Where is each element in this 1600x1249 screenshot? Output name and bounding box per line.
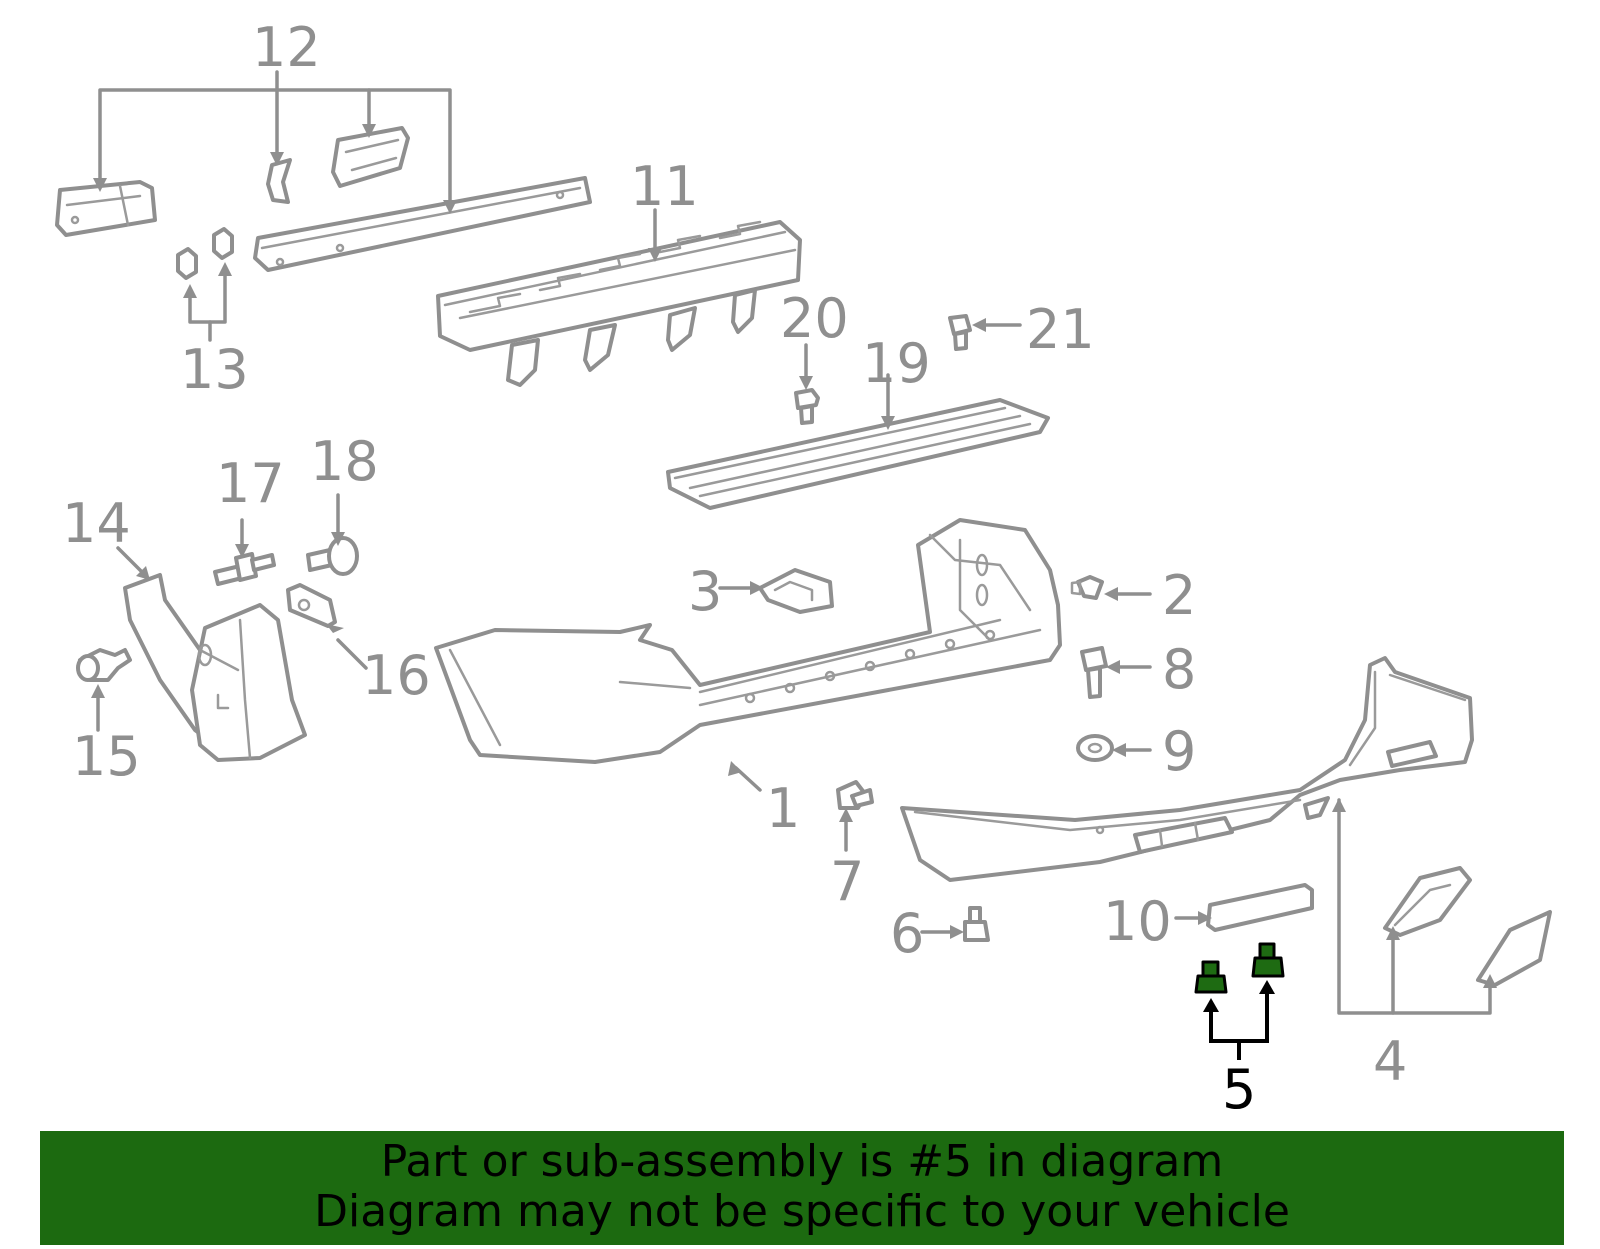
callout-19: 19 (862, 332, 931, 395)
banner-line-part: Part or sub-assembly is #5 in diagram (380, 1136, 1224, 1187)
callout-9: 9 (1162, 720, 1196, 783)
info-banner: Part or sub-assembly is #5 in diagram Di… (40, 1131, 1564, 1245)
part-1-bumper-cover (434, 518, 1062, 792)
callout-16: 16 (362, 644, 431, 707)
part-6-clip (920, 906, 990, 942)
part-12-reinforcement-assembly (55, 70, 592, 272)
callout-10: 10 (1103, 890, 1172, 953)
part-5-bolts-highlighted (1194, 942, 1285, 1060)
part-7-bolt (836, 780, 874, 852)
callout-11: 11 (630, 155, 699, 218)
part-16-retainer (286, 583, 368, 670)
part-18-screw (306, 493, 359, 576)
callout-14: 14 (62, 492, 131, 555)
part-8-bolt (1080, 646, 1152, 699)
callout-13: 13 (180, 338, 249, 401)
part-4-lower-cover (900, 656, 1552, 1015)
banner-line-disclaimer: Diagram may not be specific to your vehi… (314, 1186, 1290, 1237)
callout-4: 4 (1373, 1030, 1407, 1093)
callout-15: 15 (72, 725, 141, 788)
callout-1: 1 (766, 777, 800, 840)
part-3-bracket (718, 568, 834, 614)
callout-12: 12 (252, 16, 321, 79)
part-20-bolt (794, 343, 820, 425)
callout-3: 3 (688, 560, 722, 623)
part-15-push-clip (76, 648, 132, 732)
part-17-clip (213, 518, 276, 586)
part-9-washer (1076, 734, 1152, 762)
callout-5: 5 (1222, 1058, 1256, 1121)
part-19-step-pad (666, 373, 1050, 510)
callout-7: 7 (830, 850, 864, 913)
callout-21: 21 (1026, 298, 1095, 361)
part-14-side-retainer (116, 546, 307, 762)
part-11-energy-absorber (436, 208, 802, 387)
callout-20: 20 (780, 287, 849, 350)
callout-17: 17 (216, 452, 285, 515)
part-10-reflector (1174, 883, 1314, 932)
callout-2: 2 (1162, 564, 1196, 627)
part-21-bolt (948, 314, 1022, 351)
callout-6: 6 (890, 902, 924, 965)
part-2-push-pin (1070, 575, 1152, 601)
callout-8: 8 (1162, 638, 1196, 701)
callout-18: 18 (310, 430, 379, 493)
part-13-nuts (176, 227, 234, 342)
